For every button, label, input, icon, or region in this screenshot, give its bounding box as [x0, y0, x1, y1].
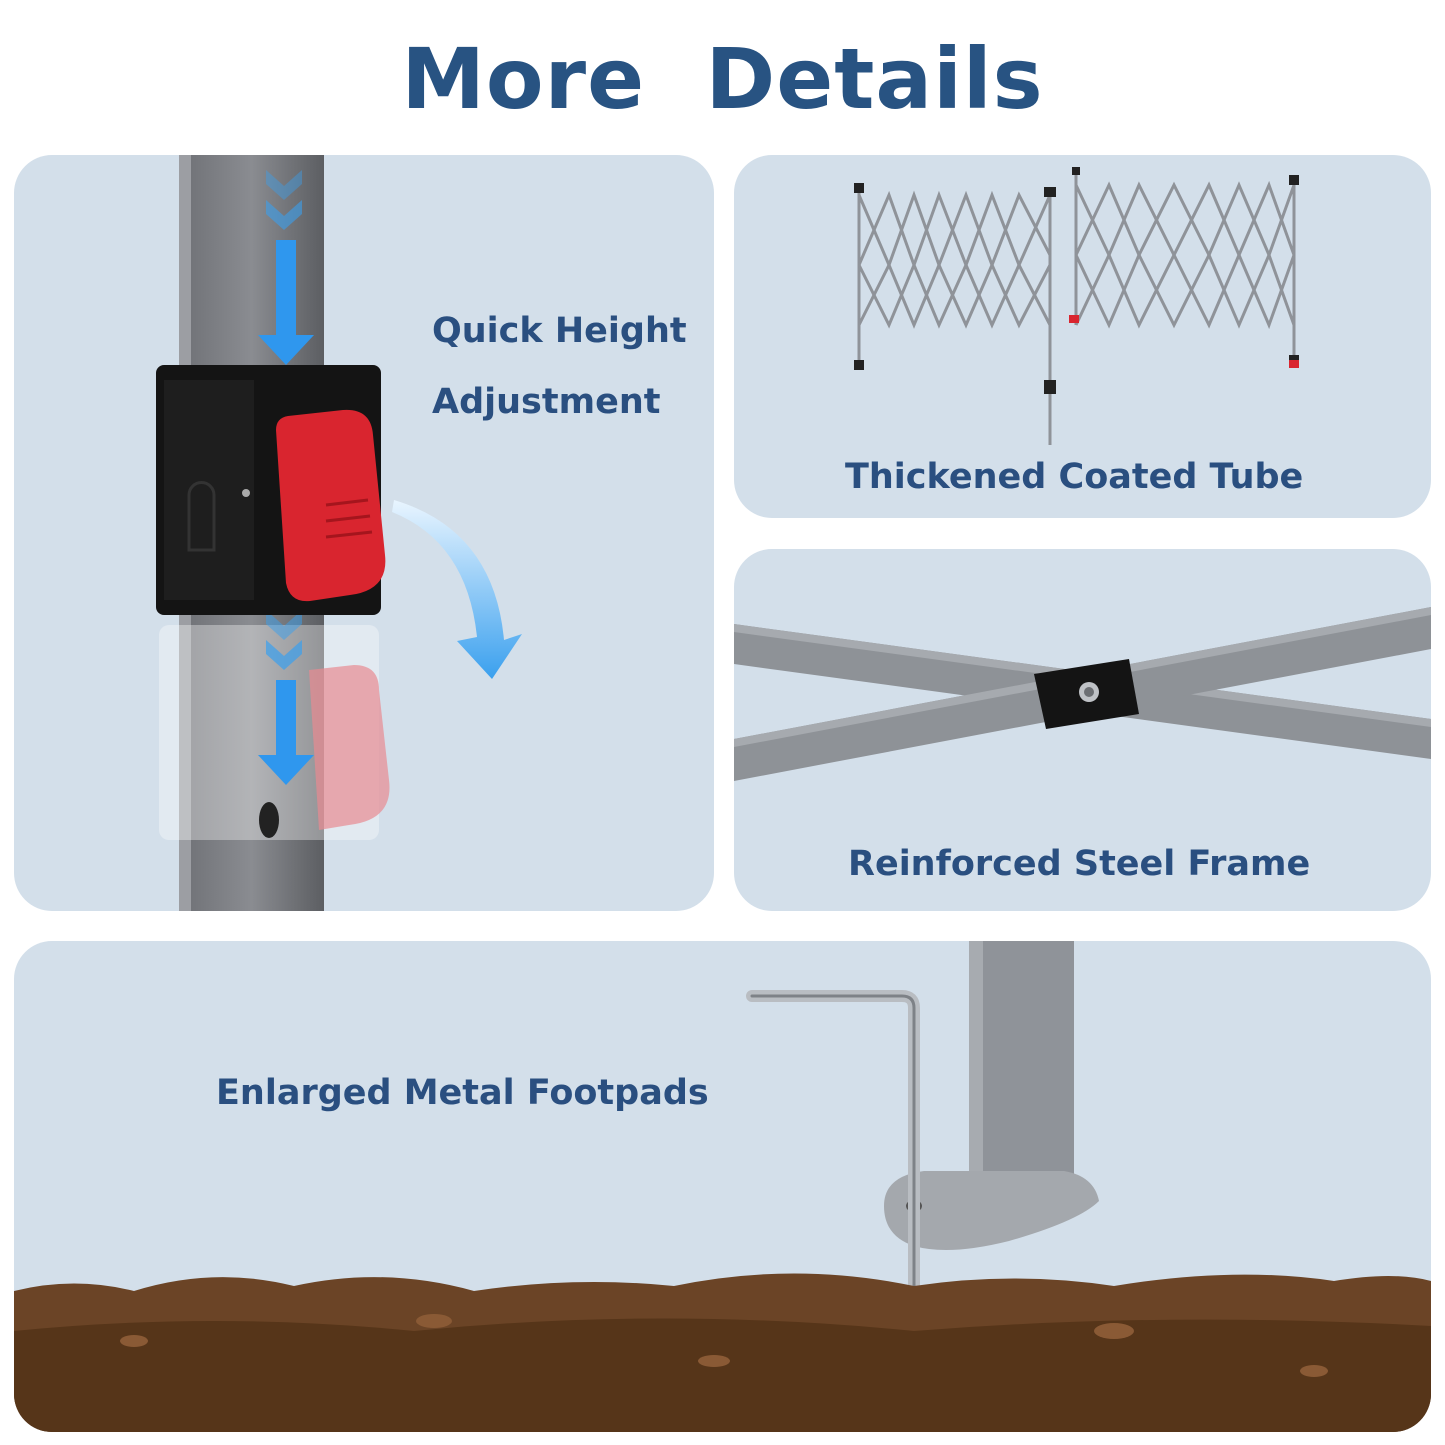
canopy-frame-illustration — [854, 167, 1299, 445]
footpads-label: Enlarged Metal Footpads — [216, 1073, 709, 1113]
ghost-lever — [309, 665, 390, 830]
height-adjust-illustration — [156, 155, 522, 911]
footpad-illustration — [14, 941, 1431, 1432]
panel-footpads: Enlarged Metal Footpads — [14, 941, 1431, 1432]
height-adjust-label-line1: Quick Height — [432, 311, 687, 351]
footpad-plate — [884, 1171, 1099, 1250]
panel-height-adjustment: Quick Height Adjustment — [14, 155, 714, 911]
height-adjust-label-line2: Adjustment — [432, 382, 661, 422]
footpad-pole — [969, 941, 1074, 1211]
panel-steel-frame: Reinforced Steel Frame — [734, 549, 1431, 911]
curved-arrow-icon — [392, 500, 522, 679]
steel-frame-illustration — [734, 607, 1431, 781]
coated-tube-label: Thickened Coated Tube — [845, 457, 1304, 497]
steel-frame-label: Reinforced Steel Frame — [848, 844, 1311, 884]
panel-coated-tube: Thickened Coated Tube — [734, 155, 1431, 518]
down-chevron-icon — [266, 170, 302, 230]
down-arrow-icon — [258, 240, 314, 365]
page-title: More Details — [401, 30, 1044, 128]
down-arrow-icon-lower — [258, 680, 314, 785]
